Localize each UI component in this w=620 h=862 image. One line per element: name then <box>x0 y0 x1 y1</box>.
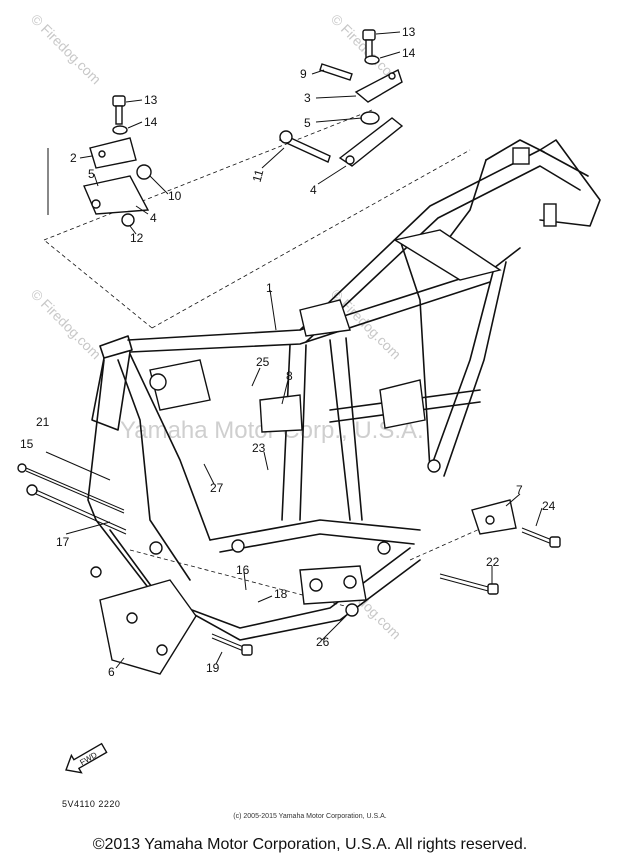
callout-13: 13 <box>402 25 416 39</box>
callout-3: 3 <box>304 91 311 105</box>
callout-25: 25 <box>256 355 270 369</box>
callout-labels: 13 14 9 3 5 11 4 13 14 2 5 10 4 12 1 25 … <box>20 25 556 679</box>
callout-17: 17 <box>56 535 70 549</box>
upper-right-bracket-assembly <box>279 29 404 167</box>
callout-21: 21 <box>36 415 50 429</box>
engine-guard <box>90 566 359 675</box>
callout-7: 7 <box>516 483 523 497</box>
callout-10: 10 <box>168 189 182 203</box>
diagram-code: 5V4110 2220 <box>62 799 121 809</box>
copyright-notice: ©2013 Yamaha Motor Corporation, U.S.A. A… <box>92 836 528 853</box>
motorcycle-frame <box>87 139 601 641</box>
callout-24: 24 <box>542 499 556 513</box>
callout-9: 9 <box>300 67 307 81</box>
callout-27: 27 <box>210 481 224 495</box>
watermark-layer: © Firedog.com © Firedog.com © Firedog.co… <box>28 11 424 642</box>
callout-14: 14 <box>402 46 416 60</box>
callout-6: 6 <box>108 665 115 679</box>
callout-4: 4 <box>310 183 317 197</box>
callout-5: 5 <box>304 116 311 130</box>
right-side-hardware <box>439 499 561 595</box>
callout-19: 19 <box>206 661 220 675</box>
callout-13: 13 <box>144 93 158 107</box>
callout-4: 4 <box>150 211 157 225</box>
front-direction-arrow: FWD <box>65 742 108 774</box>
callout-11: 11 <box>250 168 267 184</box>
small-copyright: (c) 2005-2015 Yamaha Motor Corporation, … <box>233 813 387 820</box>
callout-2: 2 <box>70 151 77 165</box>
callout-26: 26 <box>316 635 330 649</box>
callout-22: 22 <box>486 555 500 569</box>
watermark-site: © Firedog.com <box>28 11 104 87</box>
callout-23: 23 <box>252 441 266 455</box>
callout-14: 14 <box>144 115 158 129</box>
callout-8: 8 <box>286 369 293 383</box>
callout-5: 5 <box>88 167 95 181</box>
callout-15: 15 <box>20 437 34 451</box>
callout-1: 1 <box>266 281 273 295</box>
watermark-site: © Firedog.com <box>28 286 104 362</box>
leader-lines <box>65 31 543 669</box>
upper-left-bracket-assembly <box>83 95 152 227</box>
callout-12: 12 <box>130 231 144 245</box>
through-bolts-left <box>17 451 127 535</box>
callout-16: 16 <box>236 563 250 577</box>
callout-18: 18 <box>274 587 288 601</box>
